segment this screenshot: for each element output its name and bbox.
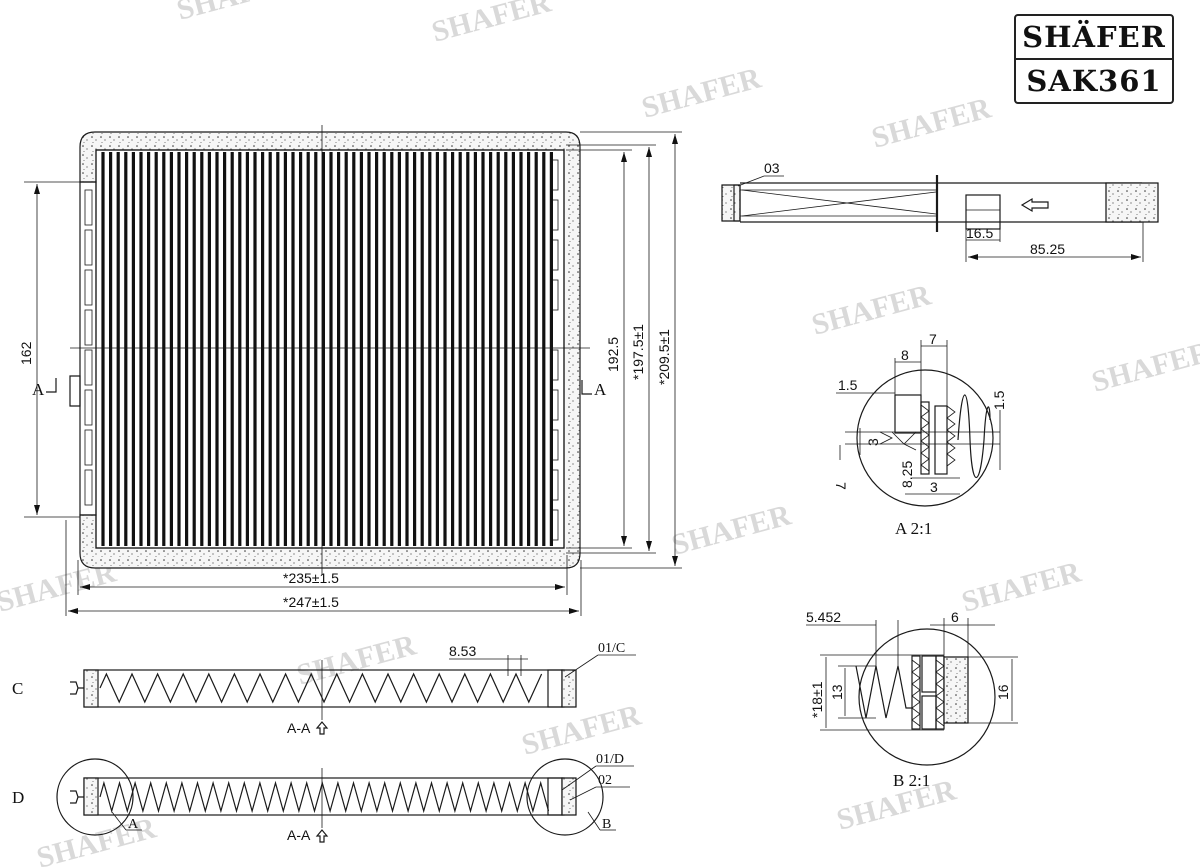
detail-a-dim-7-left: 7 (833, 482, 849, 490)
detail-b-dim-16: 16 (995, 684, 1011, 700)
detail-b-ref: B (602, 817, 611, 832)
svg-text:192.5: 192.5 (605, 337, 621, 372)
section-marker-left-glyph (46, 375, 81, 407)
callout-01-d: 01/D (596, 752, 624, 767)
dimension-235: *235±1.5 (77, 555, 568, 595)
detail-a: 8 7 1.5 1.5 3 8.25 3 7 A 2:1 (833, 331, 1007, 538)
svg-text:162: 162 (18, 341, 34, 365)
detail-a-dim-8: 8 (901, 347, 909, 363)
dimension-192-5: 192.5 (566, 149, 632, 549)
svg-text:*235±1.5: *235±1.5 (283, 570, 339, 586)
section-marker-right-glyph (581, 380, 592, 395)
dimension-209-5: *209.5±1 (580, 131, 682, 569)
main-view: A A 162 192.5 *197.5±1 (18, 125, 682, 616)
svg-text:*209.5±1: *209.5±1 (656, 329, 672, 385)
dimension-162: 162 (18, 181, 80, 518)
view-arrow-icon (315, 829, 329, 843)
watermark: SHAFER (293, 628, 419, 691)
brand-name: SHÄFER (1016, 16, 1172, 60)
section-d-cut: A-A (287, 827, 311, 843)
detail-a-dim-1-5: 1.5 (838, 377, 858, 393)
foam-gasket (79, 131, 581, 569)
svg-text:*197.5±1: *197.5±1 (630, 324, 646, 380)
detail-a-ref: A (128, 817, 139, 832)
detail-b-dim-5-452: 5.452 (806, 609, 841, 625)
watermark: SHAFER (1088, 335, 1200, 398)
callout-03: 03 (764, 160, 780, 176)
dimension-247: *247±1.5 (65, 520, 582, 616)
watermark: SHAFER (808, 278, 934, 341)
section-c: C A-A 8.53 01/C (12, 641, 636, 736)
detail-a-dim-8-25: 8.25 (899, 461, 915, 488)
detail-b-dim-13: 13 (829, 684, 845, 700)
part-number: SAK361 (1026, 64, 1162, 98)
watermark: SHAFER (958, 555, 1084, 618)
dimension-85-25: 85.25 (1030, 241, 1065, 257)
detail-a-dim-1-5-right: 1.5 (991, 390, 1007, 410)
watermark: SHAFER (428, 0, 554, 49)
watermark: SHAFER (868, 91, 994, 154)
watermark: SHAFER (33, 811, 159, 868)
svg-text:*247±1.5: *247±1.5 (283, 594, 339, 610)
view-arrow-icon (315, 721, 329, 735)
side-slots-left (79, 181, 97, 516)
section-marker-left: A (32, 380, 45, 399)
section-d: D A-A A B 01/D 02 (12, 752, 634, 843)
detail-b-dim-18: *18±1 (809, 681, 825, 718)
detail-b-dim-6: 6 (951, 609, 959, 625)
detail-b: 5.452 6 *18±1 13 16 B 2:1 (806, 609, 1018, 790)
watermark: SHAFER (518, 698, 644, 761)
brand-logo: SHÄFER SAK361 (1014, 14, 1174, 104)
detail-b-title: B 2:1 (893, 771, 930, 790)
pleat-wave (99, 672, 543, 704)
section-c-label: C (12, 679, 23, 698)
callout-01-c: 01/C (598, 641, 625, 656)
pleat-wave (99, 780, 550, 814)
section-d-label: D (12, 788, 24, 807)
callout-02: 02 (598, 773, 612, 788)
pleat-lines (101, 152, 554, 546)
watermark: SHAFER (668, 498, 794, 561)
watermark: SHAFER (638, 61, 764, 124)
detail-a-title: A 2:1 (895, 519, 932, 538)
dimension-16-5: 16.5 (966, 225, 993, 241)
detail-a-dim-3-bottom: 3 (930, 479, 938, 495)
side-view: 03 16.5 85.25 (721, 160, 1159, 262)
section-c-pitch: 8.53 (449, 643, 476, 659)
airflow-arrow-icon (1020, 197, 1049, 213)
detail-a-dim-3-left: 3 (865, 438, 881, 446)
section-marker-right: A (594, 380, 607, 399)
dimension-197-5: *197.5±1 (566, 144, 656, 554)
detail-a-dim-7: 7 (929, 331, 937, 347)
watermark: SHAFER (173, 0, 299, 27)
section-c-cut: A-A (287, 720, 311, 736)
